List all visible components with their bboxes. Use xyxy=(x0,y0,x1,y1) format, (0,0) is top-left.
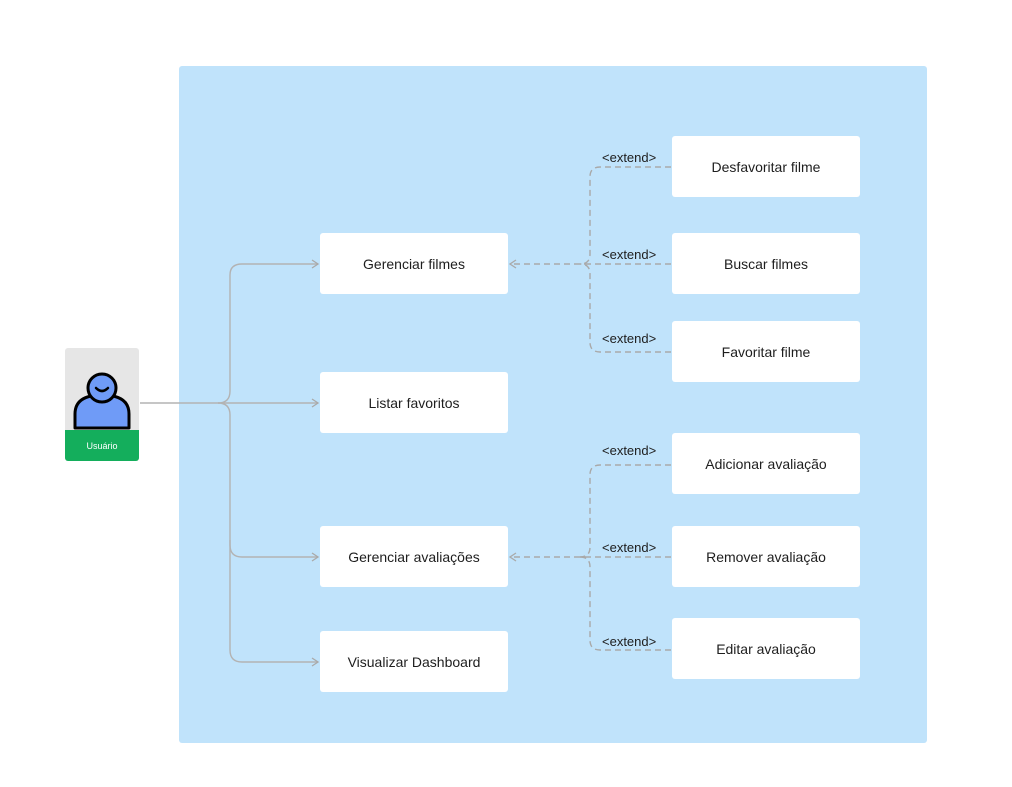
usecase-remover-avaliacao[interactable]: Remover avaliação xyxy=(672,526,860,587)
actor-label: Usuário xyxy=(65,430,139,461)
extend-label-favoritar: <extend> xyxy=(602,331,657,346)
usecase-gerenciar-avaliacoes[interactable]: Gerenciar avaliações xyxy=(320,526,508,587)
extend-label-remover: <extend> xyxy=(602,540,657,555)
extend-label-desfavoritar: <extend> xyxy=(602,150,657,165)
usecase-adicionar-avaliacao[interactable]: Adicionar avaliação xyxy=(672,433,860,494)
usecase-editar-avaliacao[interactable]: Editar avaliação xyxy=(672,618,860,679)
usecase-buscar-filmes[interactable]: Buscar filmes xyxy=(672,233,860,294)
usecase-favoritar-filme[interactable]: Favoritar filme xyxy=(672,321,860,382)
actor-usuario[interactable]: Usuário xyxy=(65,348,139,461)
extend-label-editar: <extend> xyxy=(602,634,657,649)
usecase-listar-favoritos[interactable]: Listar favoritos xyxy=(320,372,508,433)
usecase-visualizar-dashboard[interactable]: Visualizar Dashboard xyxy=(320,631,508,692)
usecase-gerenciar-filmes[interactable]: Gerenciar filmes xyxy=(320,233,508,294)
usecase-desfavoritar-filme[interactable]: Desfavoritar filme xyxy=(672,136,860,197)
extend-label-buscar: <extend> xyxy=(602,247,657,262)
person-icon xyxy=(73,372,131,430)
extend-label-adicionar: <extend> xyxy=(602,443,657,458)
